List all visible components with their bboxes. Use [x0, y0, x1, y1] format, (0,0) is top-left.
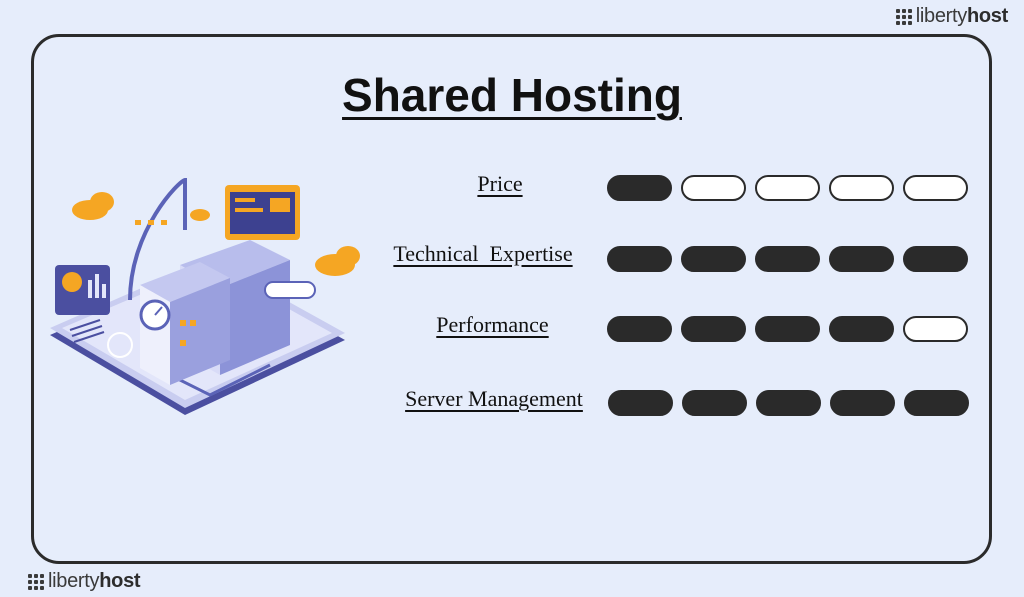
brand-name-light: liberty	[48, 570, 100, 592]
brand-name-bold: host	[99, 570, 141, 592]
logo-grid-icon	[28, 573, 44, 590]
row-label-performance: Performance	[436, 312, 549, 337]
rating-segment-filled	[904, 390, 969, 416]
rating-segment-filled	[755, 246, 820, 272]
brand-name-bold: host	[966, 5, 1008, 27]
rating-segment-empty	[829, 175, 894, 201]
rating-segment-filled	[681, 246, 746, 272]
rating-segment-filled	[607, 316, 672, 342]
server-illustration-icon	[50, 177, 360, 415]
rating-segment-filled	[682, 390, 747, 416]
rating-segment-filled	[608, 390, 673, 416]
rating-segment-empty	[903, 316, 968, 342]
rating-bars-performance	[607, 316, 968, 342]
brand-name-light: liberty	[915, 5, 968, 27]
rating-segment-empty	[755, 175, 820, 201]
rating-segment-filled	[829, 246, 894, 272]
row-label-price: Price	[477, 171, 523, 196]
rating-segment-empty	[681, 175, 746, 201]
rating-segment-filled	[607, 175, 672, 201]
rating-segment-filled	[829, 316, 894, 342]
rating-segment-filled	[903, 246, 968, 272]
rating-bars-price	[607, 175, 968, 201]
rating-segment-filled	[607, 246, 672, 272]
rating-bars-technical-expertise	[607, 246, 968, 272]
rating-segment-filled	[830, 390, 895, 416]
page-title: Shared Hosting	[342, 69, 682, 121]
rating-segment-filled	[756, 390, 821, 416]
rating-segment-empty	[903, 175, 968, 201]
rating-segment-filled	[755, 316, 820, 342]
rating-bars-server-management	[608, 390, 969, 416]
row-label-technical-expertise: Technical Expertise	[393, 241, 573, 266]
rating-segment-filled	[681, 316, 746, 342]
logo-grid-icon	[895, 8, 912, 25]
row-label-server-management: Server Management	[405, 386, 583, 411]
